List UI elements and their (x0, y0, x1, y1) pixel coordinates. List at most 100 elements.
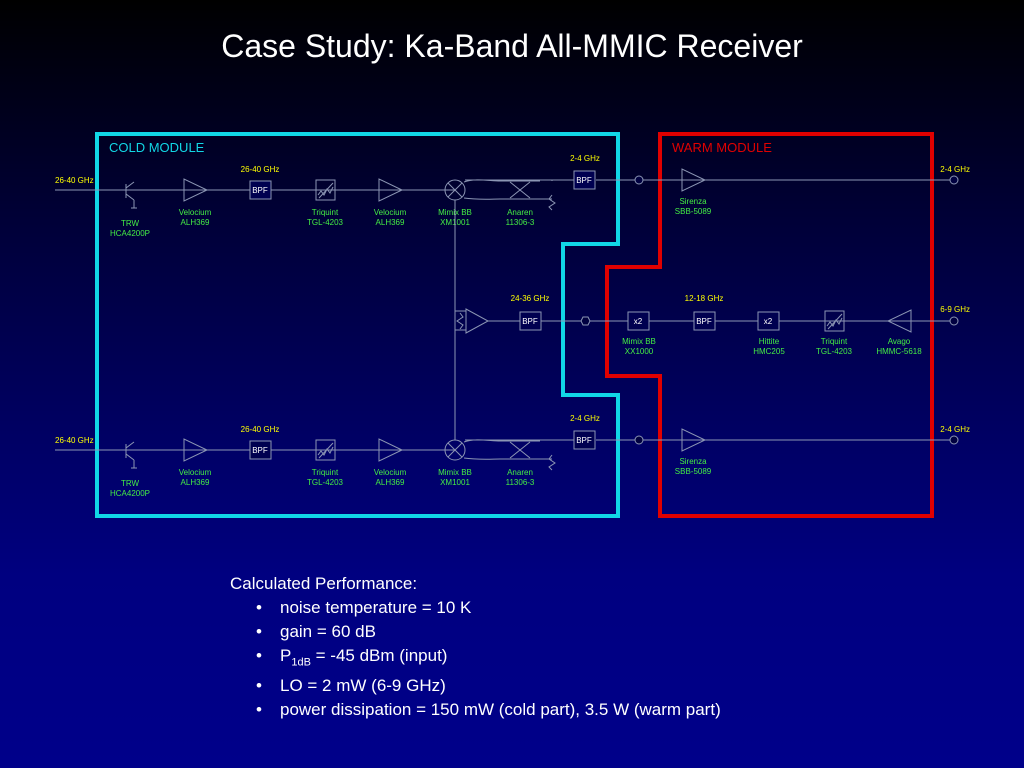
top-input-freq: 26-40 GHz (55, 176, 94, 185)
perf-noise-item: noise temperature = 10 K (230, 596, 930, 620)
bottom-amp2-icon (378, 438, 404, 462)
lo-x2b-label: x2 (764, 317, 773, 326)
warm-module-outline (605, 132, 934, 518)
bottom-amp2-label-1: Velocium (374, 468, 407, 477)
warm-module-label: WARM MODULE (672, 140, 772, 155)
lo-connector-icon (580, 316, 591, 326)
bottom-bpf-box (249, 440, 272, 460)
bottom-mixer-icon (444, 439, 466, 461)
bottom-output-freq: 2-4 GHz (940, 425, 970, 434)
top-if-freq: 2-4 GHz (570, 154, 600, 163)
bottom-chain: 26-40 GHz TRW HCA4200P Velocium ALH369 2… (55, 414, 970, 498)
lo-input-port-icon (949, 316, 959, 326)
top-amp1-label-1: Velocium (179, 208, 212, 217)
p1db-value: = -45 dBm (input) (310, 646, 448, 665)
top-if-amp-label-2: SBB-5089 (675, 207, 712, 216)
bottom-hybrid-icon (500, 440, 556, 471)
top-amp1-label-2: ALH369 (181, 218, 210, 227)
bottom-hybrid-label-2: 11306-3 (506, 478, 535, 487)
lo-x2a-box (627, 311, 650, 331)
bottom-atten-label-2: TGL-4203 (307, 478, 344, 487)
top-lna-label-1: TRW (121, 219, 140, 228)
top-amp2-label-1: Velocium (374, 208, 407, 217)
lo-freq-6-9: 6-9 GHz (940, 305, 970, 314)
bottom-if-bpf-box (573, 430, 596, 450)
top-lna-label-2: HCA4200P (110, 229, 150, 238)
bottom-rf-freq: 26-40 GHz (241, 425, 280, 434)
top-output-port-icon (949, 175, 959, 185)
top-if-bpf-label: BPF (576, 176, 592, 185)
top-amp2-label-2: ALH369 (376, 218, 405, 227)
performance-heading: Calculated Performance: (230, 574, 418, 593)
bottom-amp1-icon (183, 438, 209, 462)
bottom-input-freq: 26-40 GHz (55, 436, 94, 445)
lo-x2b-part-1: Hittite (759, 337, 780, 346)
lo-amp-label-1: Avago (888, 337, 911, 346)
top-connector-icon (634, 175, 644, 185)
p1db-symbol: P (280, 646, 292, 665)
lo-attenuator-icon (824, 310, 845, 332)
lo-bpf2-box (693, 311, 716, 331)
bottom-amp1-label-2: ALH369 (181, 478, 210, 487)
top-bpf-box (249, 180, 272, 200)
lo-x2a-label: x2 (634, 317, 643, 326)
perf-lo-item: LO = 2 mW (6-9 GHz) (230, 674, 930, 698)
bottom-lna-transistor-icon (120, 441, 137, 469)
bottom-amp2-label-2: ALH369 (376, 478, 405, 487)
top-amp2-icon (378, 178, 404, 202)
lo-amp-icon (886, 309, 912, 333)
bottom-mixer-label-1: Mimix BB (438, 468, 472, 477)
slide-title: Case Study: Ka-Band All-MMIC Receiver (221, 28, 803, 64)
lo-bpf1-box (519, 311, 542, 331)
top-rf-freq: 26-40 GHz (241, 165, 280, 174)
bottom-attenuator-icon (315, 439, 336, 461)
bottom-bpf-label: BPF (252, 446, 268, 455)
cold-module-outline (95, 132, 620, 518)
lo-amp-label-2: HMMC-5618 (876, 347, 922, 356)
bottom-hybrid-label-1: Anaren (507, 468, 533, 477)
top-hybrid-label-2: 11306-3 (506, 218, 535, 227)
bottom-if-freq: 2-4 GHz (570, 414, 600, 423)
perf-p1db-item: P1dB = -45 dBm (input) (230, 644, 930, 674)
cold-module-label: COLD MODULE (109, 140, 205, 155)
lo-bpf2-label: BPF (696, 317, 712, 326)
lo-x2b-box (757, 311, 780, 331)
bottom-if-bpf-label: BPF (576, 436, 592, 445)
performance-list: noise temperature = 10 K gain = 60 dB P1… (230, 596, 930, 722)
bottom-if-amp-label-1: Sirenza (679, 457, 707, 466)
lo-freq-12-18: 12-18 GHz (685, 294, 724, 303)
lo-bpf1-label: BPF (522, 317, 538, 326)
bottom-lna-label-1: TRW (121, 479, 140, 488)
bottom-mixer-label-2: XM1001 (440, 478, 470, 487)
lo-freq-24-36: 24-36 GHz (511, 294, 550, 303)
bottom-amp1-label-1: Velocium (179, 468, 212, 477)
top-output-freq: 2-4 GHz (940, 165, 970, 174)
top-atten-label-1: Triquint (312, 208, 339, 217)
top-hybrid-icon (500, 180, 556, 211)
top-atten-label-2: TGL-4203 (307, 218, 344, 227)
top-if-bpf-box (573, 170, 596, 190)
p1db-subscript: 1dB (291, 656, 311, 669)
bottom-lna-label-2: HCA4200P (110, 489, 150, 498)
bottom-output-port-icon (949, 435, 959, 445)
lo-atten-label-2: TGL-4203 (816, 347, 853, 356)
top-bpf-label: BPF (252, 186, 268, 195)
bottom-if-amp-icon (681, 428, 707, 452)
lo-x2a-part-1: Mimix BB (622, 337, 656, 346)
top-amp1-icon (183, 178, 209, 202)
lo-x2b-part-2: HMC205 (753, 347, 785, 356)
lo-chain: 24-36 GHz BPF x2 Mimix BB XX1000 12-18 G… (454, 200, 970, 440)
perf-gain-item: gain = 60 dB (230, 620, 930, 644)
lo-splitter-amp-icon (456, 308, 490, 334)
top-hybrid-label-1: Anaren (507, 208, 533, 217)
top-attenuator-icon (315, 179, 336, 201)
perf-power-item: power dissipation = 150 mW (cold part), … (230, 698, 930, 722)
performance-summary: Calculated Performance: noise temperatur… (230, 572, 930, 722)
top-if-amp-label-1: Sirenza (679, 197, 707, 206)
top-lna-transistor-icon (120, 181, 137, 209)
bottom-atten-label-1: Triquint (312, 468, 339, 477)
top-if-amp-icon (681, 168, 707, 192)
lo-atten-label-1: Triquint (821, 337, 848, 346)
lo-x2a-part-2: XX1000 (625, 347, 654, 356)
